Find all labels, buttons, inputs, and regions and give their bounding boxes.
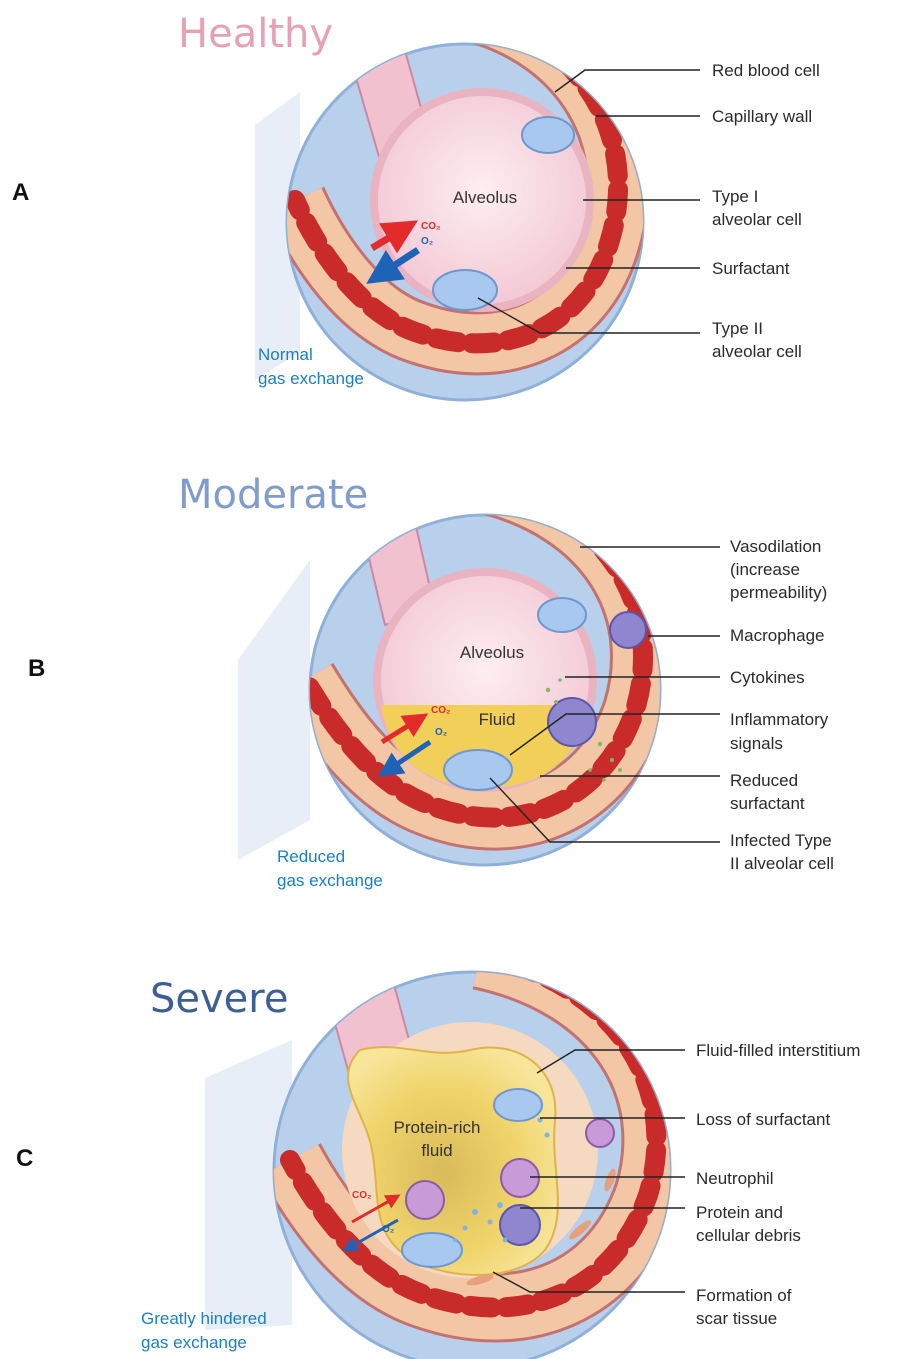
co2-label: CO₂	[431, 705, 450, 716]
inner-label: Alveolus	[453, 188, 517, 207]
callout-label: Cytokines	[730, 668, 805, 687]
callout-label: permeability)	[730, 583, 827, 602]
type-ii-cell	[538, 598, 586, 632]
gas-exchange-caption: gas exchange	[141, 1333, 247, 1352]
macrophage	[610, 612, 646, 648]
neutrophil	[406, 1181, 444, 1219]
gas-exchange-caption: gas exchange	[277, 871, 383, 890]
callout-label: Neutrophil	[696, 1169, 774, 1188]
callout-red-blood-cell: Red blood cell	[555, 61, 820, 92]
magnifier-beam	[238, 560, 310, 860]
panel-c: C Severe	[16, 955, 860, 1359]
callout-label: Macrophage	[730, 626, 825, 645]
callout-capillary-wall: Capillary wall	[596, 107, 812, 126]
callout-label: signals	[730, 734, 783, 753]
co2-label: CO₂	[352, 1190, 371, 1201]
callout-label: Reduced	[730, 771, 798, 790]
callout-label: Red blood cell	[712, 61, 820, 80]
callout-label: Protein and	[696, 1203, 783, 1222]
inner-label: Protein-rich	[394, 1118, 481, 1137]
panel-letter: B	[28, 655, 45, 682]
callout-label: alveolar cell	[712, 342, 802, 361]
o2-label: O₂	[421, 236, 433, 247]
co2-label: CO₂	[421, 221, 440, 232]
callout-label: Type II	[712, 319, 763, 338]
callout-label: surfactant	[730, 794, 805, 813]
type-ii-cell	[522, 117, 574, 153]
o2-label: O₂	[435, 727, 447, 738]
stage-title: Healthy	[178, 11, 333, 57]
callout-label: Type I	[712, 187, 758, 206]
callout-label: alveolar cell	[712, 210, 802, 229]
gas-exchange-caption: Reduced	[277, 847, 345, 866]
o2-label: O₂	[382, 1224, 394, 1235]
callout-label: scar tissue	[696, 1309, 777, 1328]
neutrophil	[501, 1159, 539, 1197]
callout-label: Surfactant	[712, 259, 790, 278]
callout-label: Formation of	[696, 1286, 792, 1305]
type-ii-cell	[402, 1233, 462, 1267]
stage-title: Moderate	[178, 472, 368, 518]
gas-exchange-caption: Greatly hindered	[141, 1309, 267, 1328]
type-ii-cell	[494, 1089, 542, 1121]
callout-label: Vasodilation	[730, 537, 821, 556]
neutrophil	[586, 1119, 614, 1147]
callout-label: cellular debris	[696, 1226, 801, 1245]
panel-letter: C	[16, 1145, 33, 1172]
inner-label: Fluid	[479, 710, 516, 729]
callout-label: Fluid-filled interstitium	[696, 1041, 860, 1060]
callout-label: (increase	[730, 560, 800, 579]
panel-b: B Moderate Alveolus Fluid	[28, 472, 834, 890]
callout-label: Loss of surfactant	[696, 1110, 830, 1129]
callout-label: Capillary wall	[712, 107, 812, 126]
callout-label: II alveolar cell	[730, 854, 834, 873]
gas-exchange-caption: gas exchange	[258, 369, 364, 388]
callout-macrophage: Macrophage	[648, 626, 825, 645]
stage-title: Severe	[150, 976, 288, 1022]
infected-type-ii-cell	[444, 750, 512, 790]
callout-label: Inflammatory	[730, 710, 829, 729]
inner-label: fluid	[421, 1141, 452, 1160]
panel-a: A Healthy Alveolus CO₂ O₂ Normal gas exc…	[12, 10, 820, 400]
callout-label: Infected Type	[730, 831, 832, 850]
panel-letter: A	[12, 179, 29, 206]
gas-exchange-caption: Normal	[258, 345, 313, 364]
inner-label: Alveolus	[460, 643, 524, 662]
